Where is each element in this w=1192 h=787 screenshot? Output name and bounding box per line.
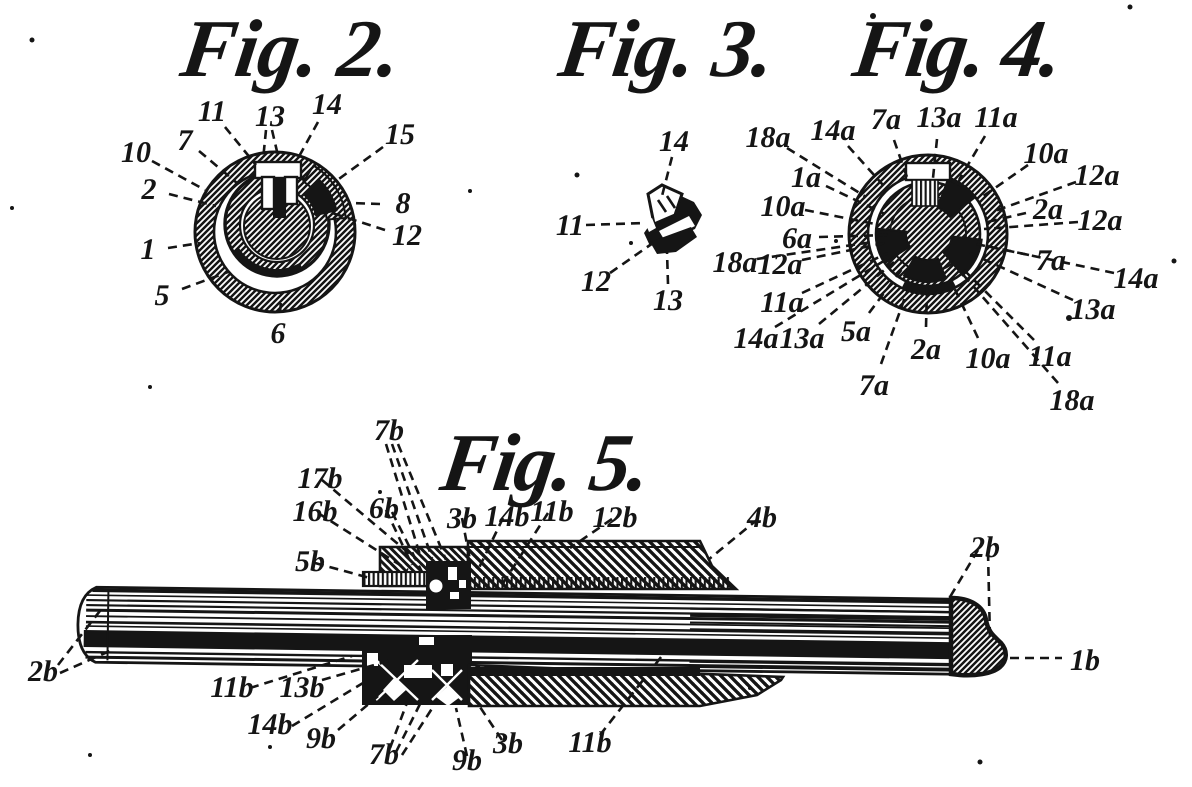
svg-text:Fig. 4.: Fig. 4. [847, 3, 1069, 94]
svg-text:12: 12 [392, 219, 422, 252]
svg-text:2b: 2b [969, 531, 1000, 564]
svg-text:13a: 13a [916, 101, 961, 134]
svg-text:5a: 5a [841, 315, 871, 348]
svg-text:15: 15 [385, 118, 415, 151]
svg-text:7: 7 [177, 124, 193, 157]
svg-text:10a: 10a [760, 190, 805, 223]
svg-text:18a: 18a [712, 246, 757, 279]
svg-text:13: 13 [255, 100, 285, 133]
svg-text:6a: 6a [782, 222, 812, 255]
svg-text:3b: 3b [492, 727, 523, 760]
svg-text:2a: 2a [910, 333, 941, 366]
svg-text:1: 1 [140, 233, 155, 266]
svg-text:9b: 9b [452, 744, 482, 777]
svg-text:14a: 14a [1113, 262, 1158, 295]
svg-text:4b: 4b [746, 501, 777, 534]
svg-text:14: 14 [312, 88, 342, 121]
svg-text:7b: 7b [369, 738, 399, 771]
svg-text:1b: 1b [1070, 644, 1100, 677]
svg-text:14a: 14a [733, 322, 778, 355]
svg-text:6b: 6b [369, 492, 399, 525]
svg-text:7a: 7a [859, 369, 889, 402]
svg-text:18a: 18a [745, 121, 790, 154]
svg-text:11b: 11b [210, 671, 253, 704]
svg-text:11a: 11a [760, 286, 803, 319]
svg-text:13a: 13a [1070, 293, 1115, 326]
svg-text:Fig. 3.: Fig. 3. [553, 3, 781, 94]
svg-text:12: 12 [581, 265, 611, 298]
svg-text:14a: 14a [810, 114, 855, 147]
svg-text:6: 6 [270, 317, 285, 350]
svg-text:10: 10 [121, 136, 151, 169]
svg-text:16b: 16b [292, 495, 337, 528]
svg-text:11: 11 [198, 95, 226, 128]
svg-text:5b: 5b [295, 545, 325, 578]
svg-text:13a: 13a [779, 322, 824, 355]
svg-text:8: 8 [395, 187, 410, 220]
svg-text:5: 5 [154, 279, 169, 312]
svg-text:7b: 7b [374, 414, 404, 447]
svg-text:13: 13 [653, 284, 683, 317]
svg-text:12a: 12a [1074, 159, 1119, 192]
svg-text:Fig. 5.: Fig. 5. [435, 417, 657, 508]
svg-text:11a: 11a [974, 101, 1017, 134]
svg-text:14b: 14b [247, 708, 292, 741]
svg-text:14: 14 [659, 125, 689, 158]
svg-text:10a: 10a [965, 342, 1010, 375]
svg-text:2: 2 [140, 173, 156, 206]
svg-text:18a: 18a [1049, 384, 1094, 417]
svg-text:14b: 14b [484, 500, 529, 533]
svg-text:9b: 9b [306, 722, 336, 755]
svg-text:7a: 7a [871, 103, 901, 136]
svg-text:2b: 2b [27, 655, 58, 688]
svg-text:10a: 10a [1023, 137, 1068, 170]
svg-text:2a: 2a [1032, 193, 1063, 226]
svg-text:11b: 11b [568, 726, 611, 759]
svg-text:11b: 11b [530, 495, 573, 528]
svg-text:12a: 12a [1077, 204, 1122, 237]
svg-text:Fig. 2.: Fig. 2. [175, 3, 407, 94]
svg-text:11: 11 [556, 209, 584, 242]
